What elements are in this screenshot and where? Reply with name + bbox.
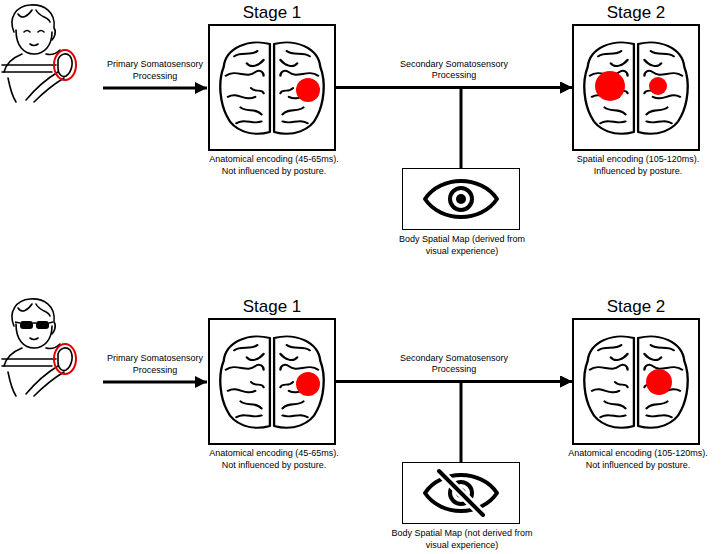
spatial-map-box: Body Spatial Map (derived from visual ex…: [402, 168, 520, 230]
primary-arrow: [103, 381, 207, 384]
stage-box: Stage 1Anatomical encoding (45-65ms). No…: [208, 24, 336, 151]
activation-dot: [646, 369, 672, 395]
crossed-eye-icon: [425, 471, 497, 515]
stage-box: Stage 2Spatial encoding (105-120ms). Inf…: [572, 24, 700, 151]
box-caption: Anatomical encoding (45-65ms). Not influ…: [204, 448, 344, 471]
touch-circle: [54, 344, 76, 374]
box-caption: Anatomical encoding (105-120ms). Not inf…: [563, 448, 713, 471]
box-caption: Body Spatial Map (derived from visual ex…: [388, 234, 536, 257]
box-caption: Body Spatial Map (not derived from visua…: [388, 528, 536, 551]
brain-icon: [220, 336, 323, 427]
box-caption: Spatial encoding (105-120ms). Influenced…: [568, 154, 708, 177]
spatial-map-box: Body Spatial Map (not derived from visua…: [402, 462, 520, 524]
box-caption: Anatomical encoding (45-65ms). Not influ…: [204, 154, 344, 177]
eye-icon: [425, 181, 497, 217]
activation-dot: [296, 78, 320, 102]
process-arrow: [336, 86, 572, 89]
stage-box: Stage 1Anatomical encoding (45-65ms). No…: [208, 318, 336, 445]
child-illustration: [2, 299, 76, 396]
sunglasses: [20, 321, 33, 329]
activation-dot: [595, 71, 625, 101]
stage-title: Stage 1: [190, 297, 354, 317]
process-label: Primary Somatosensory Processing: [100, 59, 210, 82]
child-illustration: [2, 5, 76, 102]
primary-arrow: [103, 87, 207, 90]
activation-dot: [649, 77, 667, 95]
child-figure: [2, 5, 72, 102]
sunglasses: [36, 321, 49, 329]
brain-icon: [220, 42, 323, 133]
process-arrow: [461, 88, 572, 169]
stage-box: Stage 2Anatomical encoding (105-120ms). …: [572, 318, 700, 445]
touch-circle: [54, 50, 76, 80]
edge-label: Secondary Somatosensory Processing: [395, 58, 513, 81]
activation-dot: [296, 372, 320, 396]
stage-title: Stage 2: [554, 3, 718, 23]
stage-title: Stage 1: [190, 3, 354, 23]
process-arrow: [461, 382, 572, 463]
stage-title: Stage 2: [554, 297, 718, 317]
child-figure: [2, 299, 72, 396]
slash-line: [439, 471, 483, 515]
process-label: Primary Somatosensory Processing: [100, 353, 210, 376]
sunglasses-frame: [15, 322, 53, 323]
slash-gap: [439, 471, 483, 515]
edge-label: Secondary Somatosensory Processing: [395, 352, 513, 375]
brain-icon: [584, 42, 687, 133]
brain-icon: [584, 336, 687, 427]
process-arrow: [336, 380, 572, 383]
